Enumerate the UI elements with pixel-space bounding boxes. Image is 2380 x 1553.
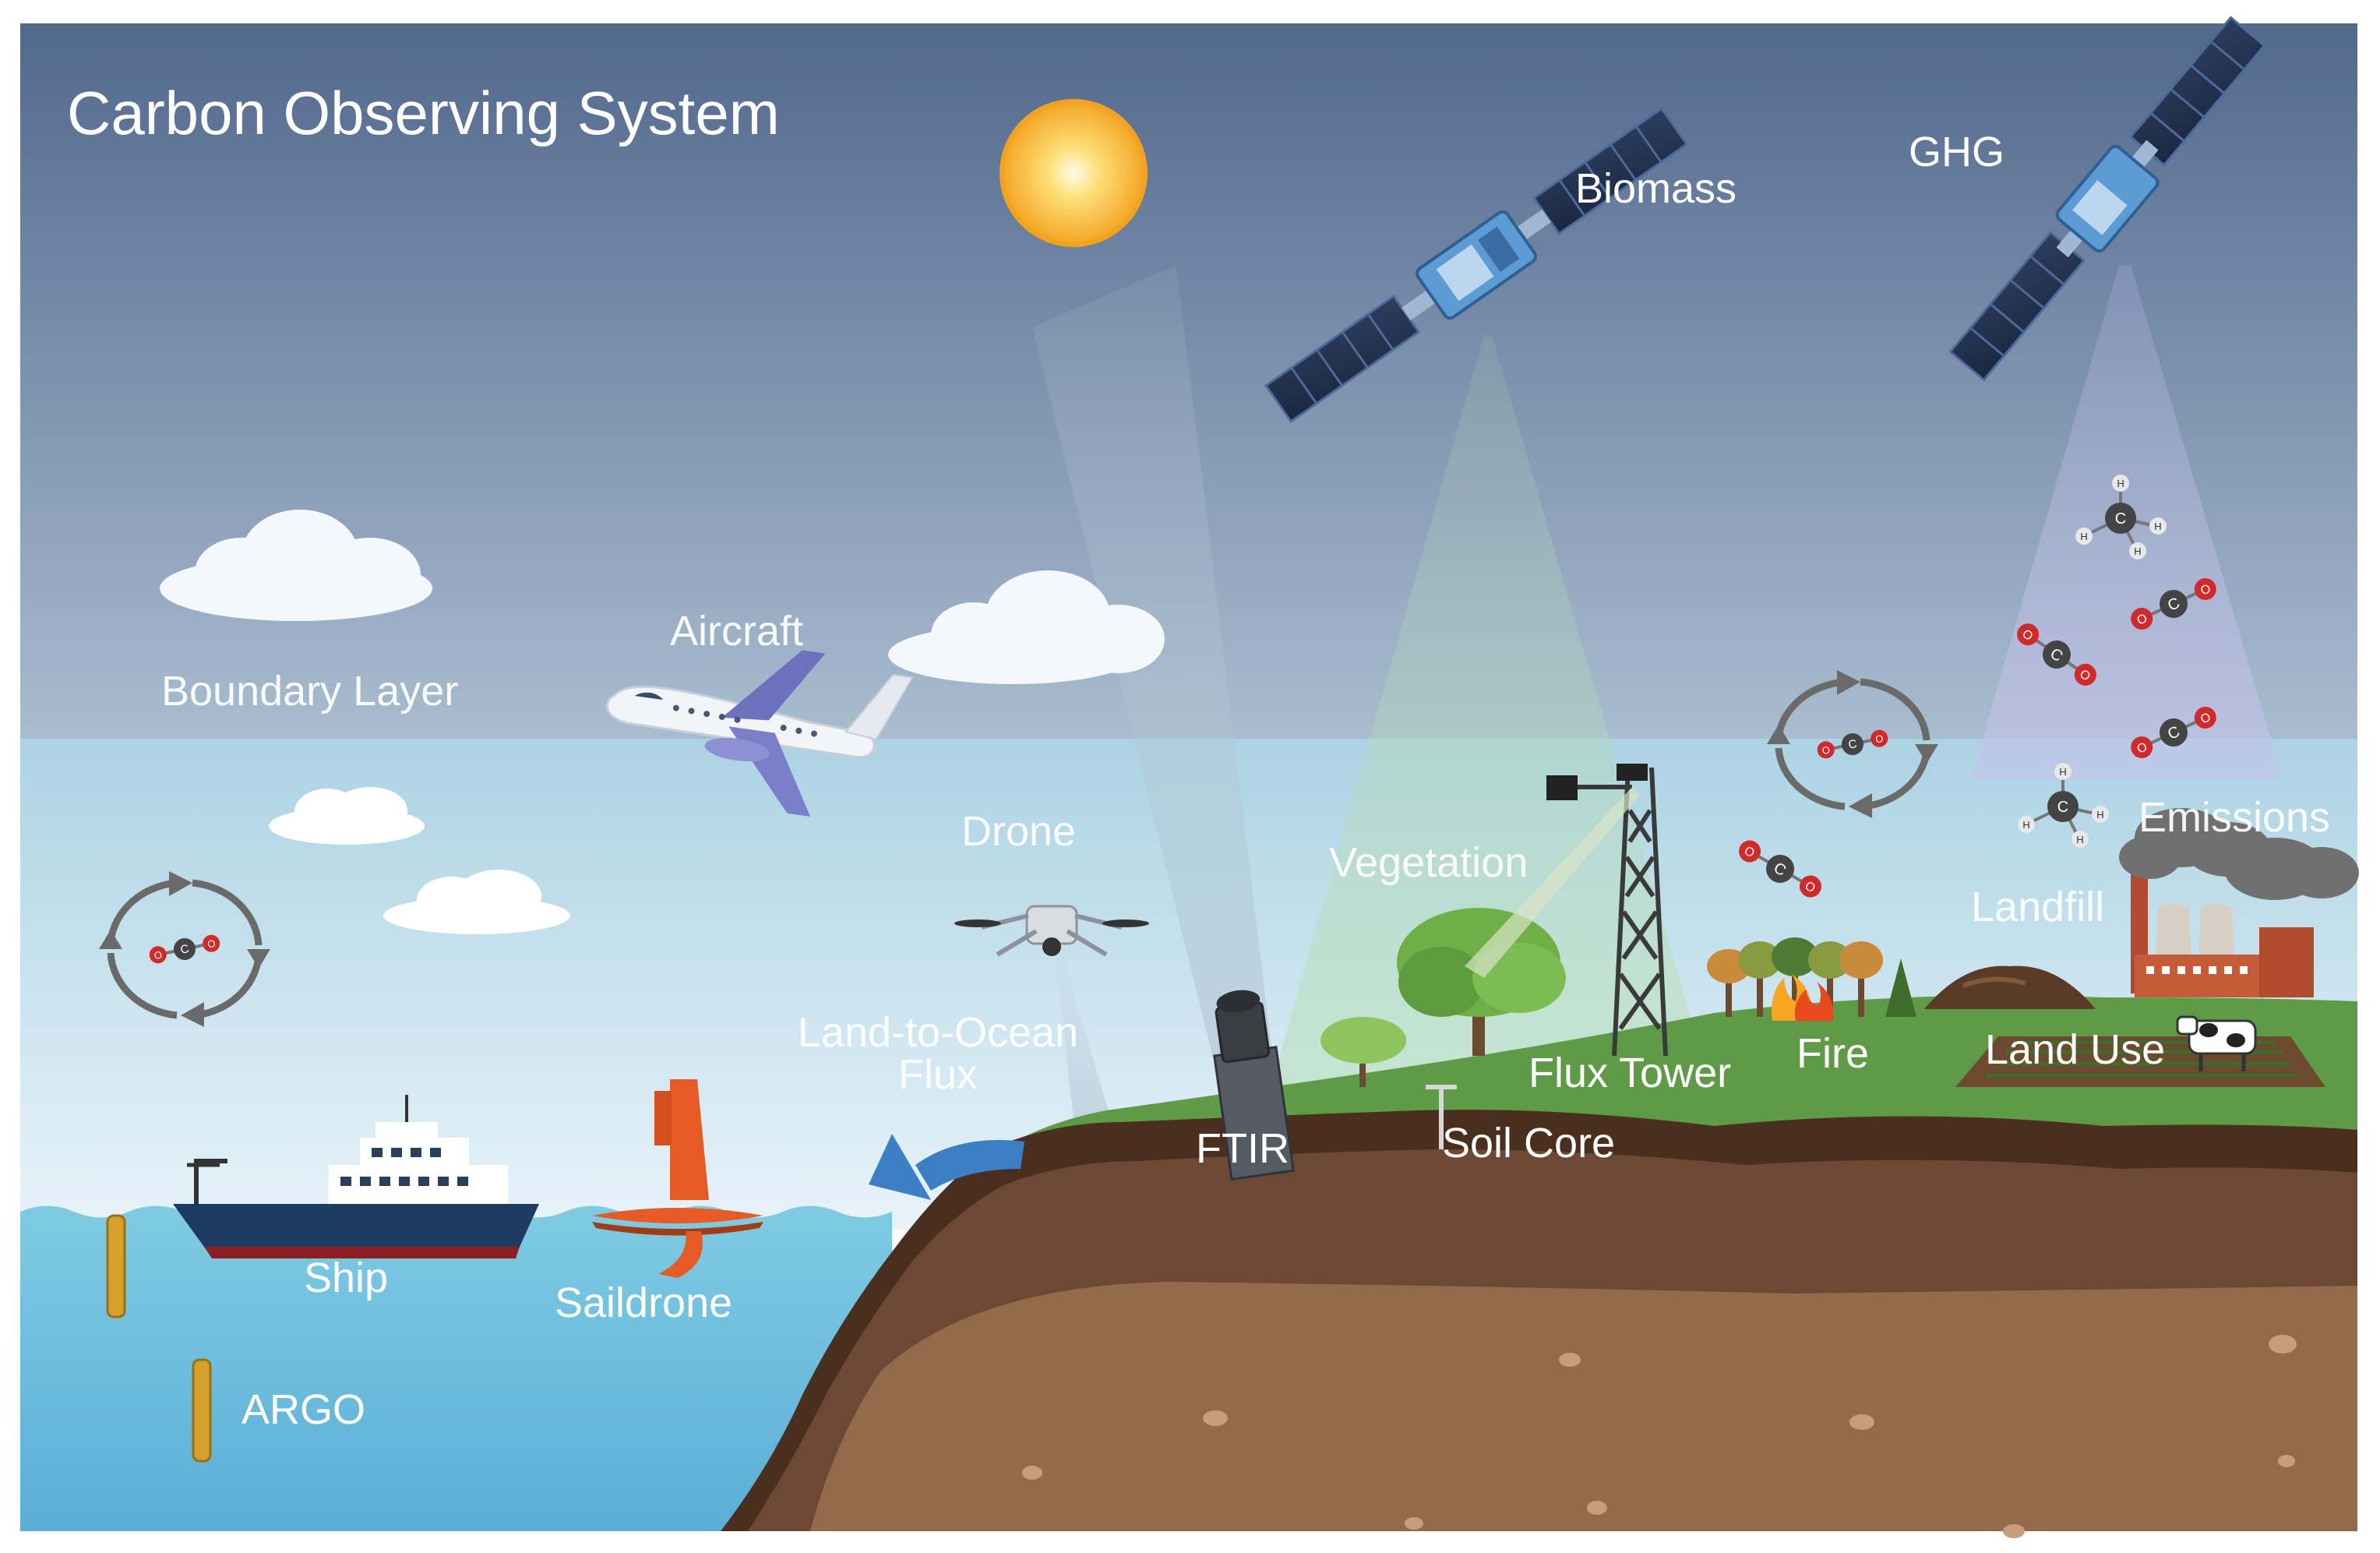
- atom-label-c: C: [2115, 510, 2126, 528]
- label-drone: Drone: [961, 808, 1077, 855]
- co2-molecule-ghg-2: O C O: [2131, 577, 2216, 630]
- atom-label-h: H: [2059, 766, 2066, 778]
- biomass-satellite-beam: [1270, 335, 1698, 1091]
- label-aircraft: Aircraft: [670, 608, 804, 655]
- atom-label-o: O: [206, 937, 217, 951]
- drone: [954, 905, 1149, 957]
- diagram-title: Carbon Observing System: [67, 79, 780, 147]
- label-land-to-ocean-line-2: Flux: [897, 1051, 978, 1098]
- factory: [2128, 867, 2314, 997]
- atom-label-c: C: [179, 942, 190, 957]
- cow: [2176, 1015, 2257, 1071]
- co2-molecule-ghg-3: O C O: [2131, 706, 2216, 759]
- methane-molecule-1: C H H H H: [2075, 475, 2167, 559]
- biomass-satellite: [1264, 107, 1689, 423]
- label-biomass: Biomass: [1575, 165, 1737, 212]
- argo-float-2: [192, 1358, 212, 1463]
- sun: [1000, 99, 1148, 247]
- ftir-instrument: [1213, 990, 1295, 1181]
- atom-label-h: H: [2080, 531, 2087, 542]
- atom-label-h: H: [2022, 819, 2029, 831]
- aircraft: [605, 650, 914, 817]
- ftir-light-beam: [1032, 265, 1278, 1114]
- label-ship: Ship: [304, 1255, 389, 1301]
- atom-label-h: H: [2117, 478, 2124, 489]
- cloud-lower-2: [383, 870, 570, 934]
- atom-label-h: H: [2096, 809, 2103, 821]
- drone-sensing-beam: [1056, 958, 1114, 1134]
- label-boundary-layer: Boundary Layer: [161, 668, 459, 715]
- methane-molecule-2: C H H H H: [2018, 763, 2109, 848]
- soil-pebbles: [1022, 1335, 2297, 1538]
- label-saildrone: Saildrone: [555, 1279, 733, 1326]
- atom-label-h: H: [2076, 834, 2083, 845]
- atom-label-c: C: [1847, 737, 1858, 752]
- ghg-satellite: [1948, 16, 2266, 382]
- cloud-lower-1: [269, 787, 425, 845]
- land-to-ocean-flux-arrow: [869, 1134, 1024, 1200]
- soil-core-probe: [1426, 1085, 1457, 1149]
- label-land-to-ocean-flux: Land-to-Ocean Flux: [798, 1011, 1078, 1096]
- label-flux-tower: Flux Tower: [1528, 1050, 1732, 1096]
- cloud-center: [888, 570, 1165, 684]
- atom-label-h: H: [2154, 521, 2161, 532]
- co2-molecule-right-cycle: O C O: [1817, 729, 1888, 759]
- forest: [1707, 937, 1916, 1017]
- label-land-to-ocean-line-1: Land-to-Ocean: [797, 1009, 1079, 1056]
- label-fire: Fire: [1796, 1030, 1869, 1077]
- co2-molecule-ghg-1: O C O: [2017, 623, 2096, 686]
- label-land-use: Land Use: [1985, 1026, 2166, 1073]
- atom-label-o: O: [1821, 743, 1831, 757]
- flux-tower: [1558, 767, 1668, 1057]
- co2-exchange-icon-right: [1767, 670, 1938, 818]
- small-bush: [1320, 1017, 1406, 1087]
- co2-exchange-icon-left: [99, 871, 270, 1027]
- atom-label-c: C: [2057, 799, 2068, 816]
- label-ghg: GHG: [1909, 129, 2005, 175]
- fire-flames: [1772, 974, 1834, 1021]
- label-ftir: FTIR: [1196, 1125, 1289, 1172]
- label-landfill: Landfill: [1971, 884, 2105, 930]
- cloud-left: [160, 510, 432, 621]
- atom-label-o: O: [1874, 732, 1885, 746]
- atom-label-o: O: [153, 948, 163, 962]
- label-emissions: Emissions: [2138, 794, 2331, 841]
- deepsoil-layer: [810, 1282, 2357, 1531]
- ship: [173, 1095, 539, 1258]
- co2-molecule-fire: O C O: [1739, 840, 1821, 898]
- landfill-mound: [1924, 965, 2096, 1009]
- flux-sensor-head: [1546, 764, 1648, 800]
- flux-tower-beam: [1465, 787, 1640, 978]
- saildrone: [592, 1079, 763, 1278]
- co2-molecule-left: O C O: [149, 934, 220, 964]
- label-argo: ARGO: [242, 1386, 366, 1433]
- label-vegetation: Vegetation: [1329, 839, 1528, 886]
- atom-label-h: H: [2134, 545, 2141, 557]
- smoke-plume: [2119, 808, 2359, 900]
- argo-float-1: [106, 1214, 126, 1318]
- ocean: [20, 1205, 892, 1531]
- label-soil-core: Soil Core: [1442, 1120, 1616, 1167]
